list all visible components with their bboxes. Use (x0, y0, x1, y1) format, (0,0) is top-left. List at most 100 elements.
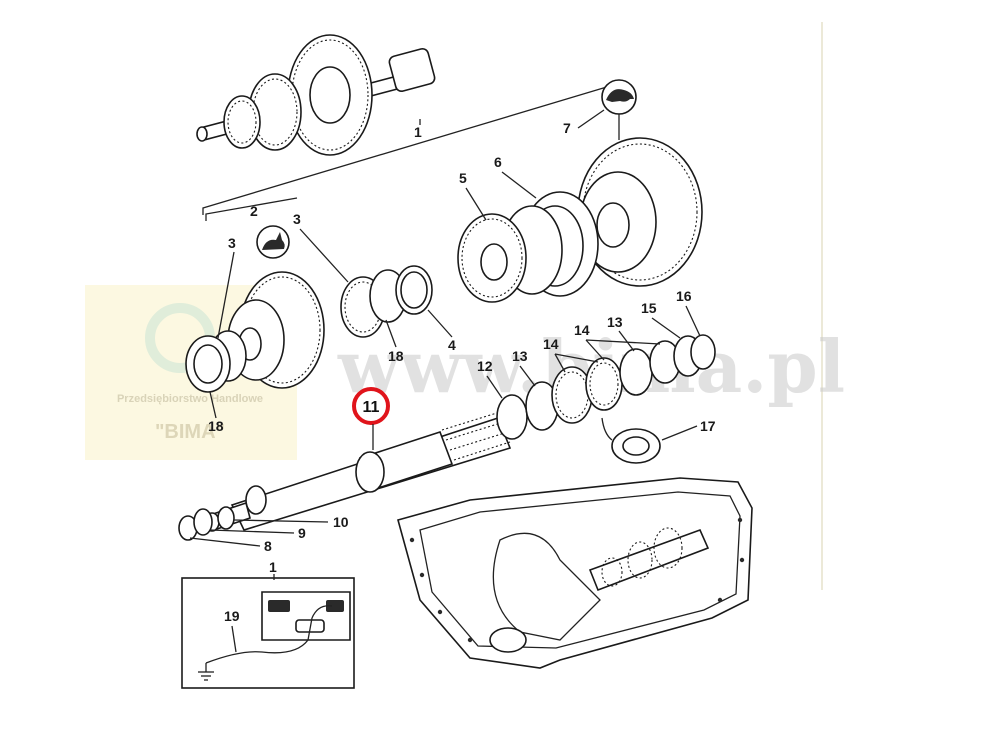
leader-14-a (554, 353, 566, 373)
leader-13-a (519, 365, 536, 387)
leader-17 (661, 425, 698, 441)
callout-5: 5 (459, 170, 467, 186)
callout-14-b: 14 (574, 322, 590, 338)
main-shaft-shoulder (245, 485, 267, 515)
callout-11-highlight: 11 (363, 399, 380, 416)
housing-bolt (437, 609, 443, 615)
bearing-9 (193, 508, 213, 536)
bearing-14-b (585, 357, 623, 411)
callout-14-a: 14 (543, 336, 559, 352)
housing-inner-flange (419, 491, 741, 649)
leader-10 (233, 519, 329, 523)
gear-7 (577, 137, 703, 287)
callout-9: 9 (298, 525, 306, 541)
watermark-name: "BIMA" (155, 421, 225, 443)
switch-indicator-right (326, 600, 344, 612)
spacer-13-b (619, 348, 653, 396)
housing-gear-c (601, 557, 623, 587)
callout-2: 2 (250, 203, 258, 219)
sync-hub-5-teeth (461, 218, 523, 298)
wire-19 (205, 617, 313, 664)
callout-6: 6 (494, 154, 502, 170)
housing-bolt (467, 637, 473, 643)
highlight-ring (352, 387, 390, 425)
leader-3-right (299, 228, 349, 283)
sync-hub-5-bore (480, 243, 508, 281)
tortoise-icon (606, 89, 634, 102)
snap-ring-4-inner (400, 271, 428, 309)
leader-12 (486, 375, 503, 399)
bearing-14-b-rollers (589, 362, 619, 406)
large-gear-7-bore (596, 202, 630, 248)
leader-16 (685, 305, 701, 337)
washer-18-left-inner (193, 344, 223, 384)
housing-gear-a (653, 527, 683, 569)
callout-13-a: 13 (512, 348, 528, 364)
housing-bolt (409, 537, 415, 543)
housing-outline (397, 477, 753, 669)
leader-18-left (209, 391, 217, 419)
thrust-washer-12 (496, 394, 528, 440)
gear-2-teeth (243, 276, 321, 384)
callout-18-left: 18 (208, 418, 224, 434)
snap-ring-16 (690, 334, 716, 370)
leader-18-mid (385, 319, 397, 348)
top-shaft-end (196, 126, 208, 142)
leader-3-left (217, 251, 235, 339)
transmission-housing (397, 477, 753, 669)
ground-icon (198, 663, 214, 681)
callout-17: 17 (700, 418, 716, 434)
leader-7a (577, 109, 605, 129)
switch-indicator-left (268, 600, 290, 612)
top-shaft-spline (388, 47, 436, 93)
bearing-14-a (551, 366, 593, 424)
callout-1-top: 1 (414, 124, 422, 140)
leader-14-b (585, 339, 605, 361)
housing-bell (492, 532, 601, 641)
callout-1-inset: 1 (269, 559, 277, 575)
callout-10: 10 (333, 514, 349, 530)
housing-bolt (419, 572, 425, 578)
housing-shaft (588, 528, 710, 592)
leader-14-b2 (585, 339, 661, 345)
housing-lower-port (489, 627, 527, 653)
top-small-gear-teeth (227, 100, 257, 144)
top-large-gear-hub (309, 66, 351, 124)
leader-19 (231, 625, 237, 653)
callout-12: 12 (477, 358, 493, 374)
housing-bolt (717, 597, 723, 603)
callout-16: 16 (676, 288, 692, 304)
leader-5 (465, 187, 487, 221)
bracket-2 (205, 197, 298, 221)
washer-17-inner (622, 436, 650, 456)
leader-13-b (618, 330, 635, 352)
leader-14-a2 (554, 353, 599, 363)
leader-6 (501, 171, 537, 199)
leader-9 (209, 529, 295, 534)
callout-8: 8 (264, 538, 272, 554)
watermark-company: Przedsiębiorstwo Handlowe (117, 393, 263, 405)
inset-wiring-panel: 1 19 (181, 559, 355, 689)
leader-4 (427, 309, 453, 338)
leader-17-curve (601, 417, 613, 441)
leader-15 (651, 317, 681, 339)
housing-bolt (739, 557, 745, 563)
large-gear-7-teeth (582, 143, 698, 281)
callout-3-right: 3 (293, 211, 301, 227)
callout-18-mid: 18 (388, 348, 404, 364)
washer-10 (217, 506, 235, 530)
callout-13-b: 13 (607, 314, 623, 330)
callout-3-left: 3 (228, 235, 236, 251)
top-small-gear (223, 95, 261, 149)
callout-15: 15 (641, 300, 657, 316)
sync-hub-5 (457, 213, 527, 303)
wire-19-end (311, 605, 333, 619)
housing-gear-b (627, 541, 653, 579)
callout-7: 7 (563, 120, 571, 136)
callout-4: 4 (448, 337, 456, 353)
main-shaft-gear (355, 451, 385, 493)
gear-cluster-assembly-1 (196, 34, 436, 156)
top-mid-gear-teeth (252, 78, 298, 146)
callout-19: 19 (224, 608, 240, 624)
